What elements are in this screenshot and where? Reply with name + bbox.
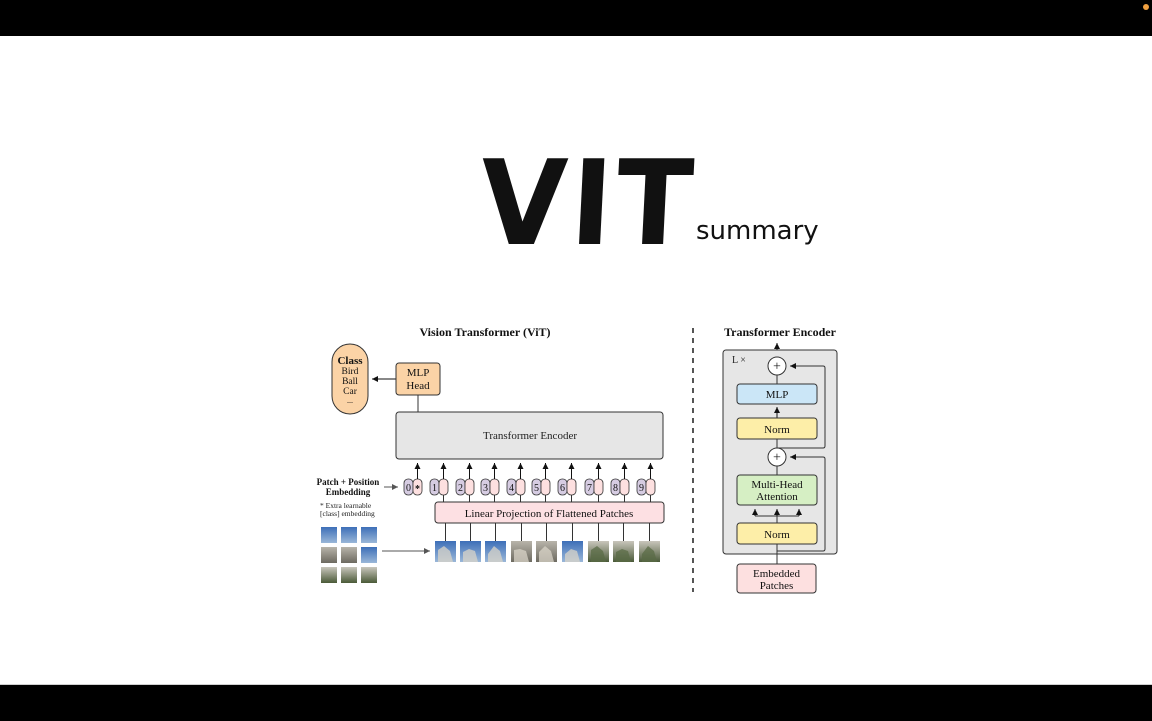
linear-projection-label: Linear Projection of Flattened Patches bbox=[465, 508, 634, 520]
position-index: 0 bbox=[406, 483, 411, 494]
patch-embedding-token bbox=[489, 478, 500, 496]
class-token-marker: * bbox=[415, 484, 420, 495]
embedded-patches-line2: Patches bbox=[760, 580, 794, 592]
vit-title: Vision Transformer (ViT) bbox=[419, 325, 550, 339]
class-item: Bird bbox=[342, 367, 359, 377]
patch-building-shape bbox=[488, 546, 503, 562]
bottom-black-bar bbox=[0, 684, 1152, 721]
transformer-encoder-box bbox=[395, 411, 664, 460]
class-item: Car bbox=[343, 387, 358, 397]
token-group: 4 bbox=[506, 463, 526, 502]
patch-building-shape bbox=[642, 546, 657, 562]
position-index: 7 bbox=[587, 483, 592, 494]
token-group: 0* bbox=[403, 463, 423, 496]
position-index: 5 bbox=[534, 483, 539, 494]
position-index: 1 bbox=[432, 483, 437, 494]
class-item: Ball bbox=[342, 377, 358, 387]
image-patch-grid bbox=[321, 527, 377, 583]
patch-embedding-token bbox=[438, 478, 449, 496]
extra-note-line1: * Extra learnable bbox=[320, 501, 372, 510]
slide-subtitle: summary bbox=[696, 216, 819, 246]
position-index: 2 bbox=[458, 483, 463, 494]
mlp-box bbox=[736, 383, 818, 405]
patch-embedding-token bbox=[593, 478, 604, 496]
repeat-label: L × bbox=[732, 355, 746, 366]
patch-building-shape bbox=[514, 549, 529, 562]
attention-label-line1: Multi-Head bbox=[751, 479, 803, 491]
linear-projection-box bbox=[434, 501, 665, 524]
mlp-head-line2: Head bbox=[406, 380, 430, 392]
patch-building-shape bbox=[463, 549, 478, 562]
token-group: 6 bbox=[557, 463, 577, 502]
patch-building-shape bbox=[591, 546, 606, 562]
embedded-patches-line1: Embedded bbox=[753, 568, 801, 580]
token-group: 5 bbox=[531, 463, 551, 502]
multi-head-attention-box bbox=[736, 474, 818, 506]
recording-indicator-icon bbox=[1143, 4, 1149, 10]
class-item: ... bbox=[347, 396, 353, 405]
patch-building-shape bbox=[616, 549, 631, 562]
patch-building-shape bbox=[438, 546, 453, 562]
token-group: 1 bbox=[429, 463, 449, 502]
class-heading: Class bbox=[337, 355, 363, 367]
token-group: 8 bbox=[610, 463, 630, 502]
source-image-patch bbox=[321, 527, 337, 543]
source-image-patch bbox=[341, 567, 357, 583]
patch-embedding-token bbox=[645, 478, 656, 496]
norm-label-top: Norm bbox=[764, 424, 790, 436]
position-index: 6 bbox=[560, 483, 565, 494]
patch-position-label-line2: Embedding bbox=[326, 487, 371, 497]
norm-label-bottom: Norm bbox=[764, 529, 790, 541]
source-image-patch bbox=[361, 547, 377, 563]
mlp-label: MLP bbox=[766, 389, 789, 401]
transformer-encoder-label: Transformer Encoder bbox=[483, 430, 577, 442]
position-index: 4 bbox=[509, 483, 514, 494]
position-index: 3 bbox=[483, 483, 488, 494]
patch-embedding-token bbox=[464, 478, 475, 496]
patch-embedding-token bbox=[540, 478, 551, 496]
position-index: 8 bbox=[613, 483, 618, 494]
token-group: 2 bbox=[455, 463, 475, 502]
source-image-patch bbox=[361, 527, 377, 543]
class-box bbox=[331, 343, 369, 415]
encoder-title: Transformer Encoder bbox=[724, 325, 837, 339]
token-group: 9 bbox=[636, 463, 656, 502]
patch-embedding-token bbox=[566, 478, 577, 496]
patch-embedding-token bbox=[619, 478, 630, 496]
position-index: 9 bbox=[639, 483, 644, 494]
plus-symbol: + bbox=[773, 360, 781, 375]
token-group: 3 bbox=[480, 463, 500, 502]
plus-symbol: + bbox=[773, 451, 781, 466]
flattened-patches-row bbox=[435, 523, 660, 562]
extra-note-line2: [class] embedding bbox=[320, 509, 375, 518]
token-group: 7 bbox=[584, 463, 604, 502]
residual-connection-bottom bbox=[777, 454, 826, 552]
source-image-patch bbox=[321, 567, 337, 583]
attention-label-line2: Attention bbox=[756, 491, 798, 503]
patch-building-shape bbox=[539, 546, 554, 562]
patch-building-shape bbox=[565, 549, 580, 562]
patch-embedding-token bbox=[515, 478, 526, 496]
source-image-patch bbox=[341, 527, 357, 543]
mlp-head-line1: MLP bbox=[407, 367, 430, 379]
source-image-patch bbox=[341, 547, 357, 563]
source-image-patch bbox=[361, 567, 377, 583]
residual-connection-top bbox=[777, 363, 826, 449]
embedded-patches-box bbox=[736, 563, 817, 594]
top-black-bar bbox=[0, 0, 1152, 36]
patch-position-label-line1: Patch + Position bbox=[317, 477, 380, 487]
source-image-patch bbox=[321, 547, 337, 563]
